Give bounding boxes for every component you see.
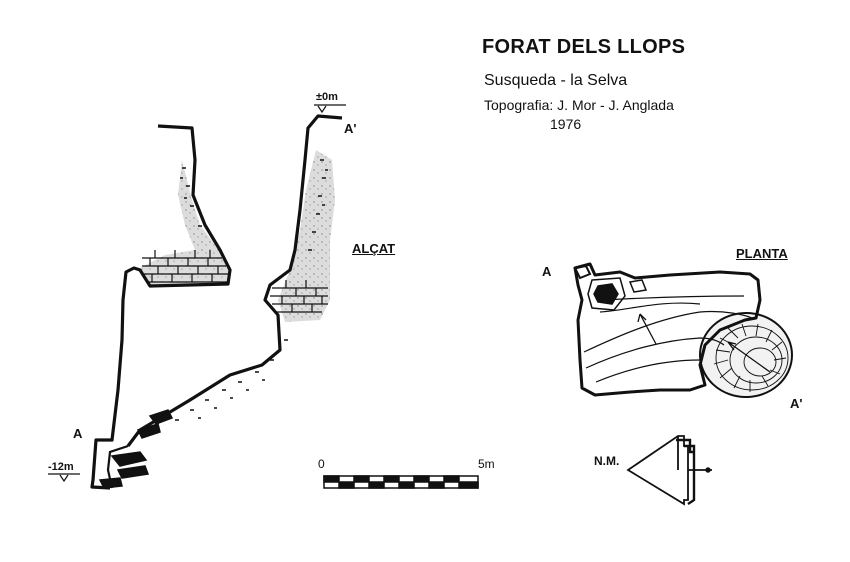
depth-marker-bottom <box>48 473 80 483</box>
left-brick-block <box>142 250 228 283</box>
right-brick-block <box>270 280 328 313</box>
wall-stipple <box>175 159 328 421</box>
plan-point-a-prime: A' <box>790 396 803 411</box>
section-point-a: A <box>73 426 83 441</box>
depth-bottom-label: -12m <box>48 461 74 473</box>
right-wall <box>126 114 343 447</box>
left-wall <box>90 124 232 490</box>
plan-small-feature <box>573 264 592 280</box>
plan-point-a: A <box>542 264 552 279</box>
plan-entrance-ring <box>587 277 626 311</box>
section-view <box>48 104 346 490</box>
plan-outline <box>573 262 762 397</box>
scale-bar <box>323 475 479 489</box>
north-arrow <box>626 435 712 506</box>
survey-credit: Topografia: J. Mor - J. Anglada <box>484 97 674 113</box>
section-point-a-prime: A' <box>344 121 357 136</box>
right-shaft-fill <box>278 150 335 322</box>
left-shaft-fill <box>140 160 232 285</box>
north-label: N.M. <box>594 454 620 468</box>
scale-start-label: 0 <box>318 457 325 471</box>
boulder-fill <box>98 409 174 489</box>
diagram-title: FORAT DELS LLOPS <box>482 36 686 58</box>
plan-view <box>573 262 793 398</box>
section-label: ALÇAT <box>352 241 396 256</box>
scale-end-label: 5m <box>478 457 495 471</box>
plan-entrance <box>593 283 619 305</box>
plan-small-feature-2 <box>628 279 648 293</box>
depth-top-label: ±0m <box>316 91 338 103</box>
depth-marker-top <box>314 104 346 114</box>
plan-contours <box>583 295 753 383</box>
boulder-outline <box>106 444 129 489</box>
plan-slope-arrows <box>637 313 771 373</box>
location-text: Susqueda - la Selva <box>484 72 628 89</box>
survey-year: 1976 <box>550 116 582 132</box>
plan-label: PLANTA <box>736 246 788 261</box>
